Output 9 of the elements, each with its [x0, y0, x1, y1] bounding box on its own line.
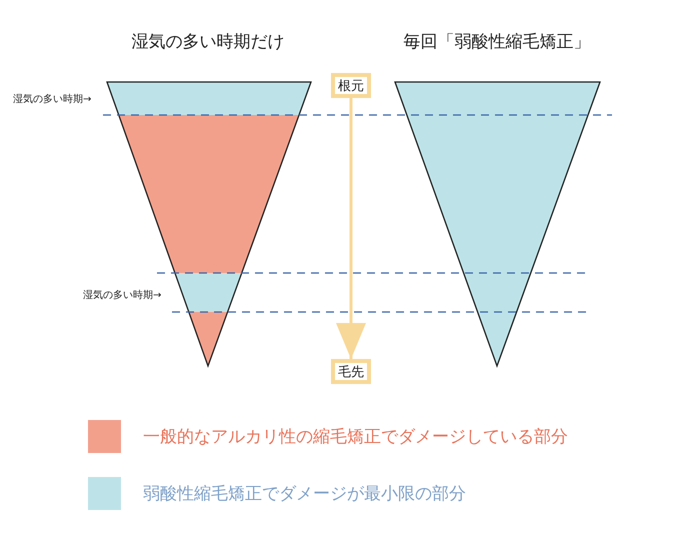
period-label: 湿気の多い時期→ — [83, 288, 162, 302]
arrow — [336, 98, 366, 359]
legend-text: 一般的なアルカリ性の縮毛矯正でダメージしている部分 — [143, 426, 568, 448]
label-box: 毛先 — [331, 359, 371, 384]
period-label: 湿気の多い時期→ — [13, 92, 92, 106]
column-heading: 毎回「弱酸性縮毛矯正」 — [404, 31, 590, 53]
column-heading: 湿気の多い時期だけ — [132, 31, 284, 53]
legend-text: 弱酸性縮毛矯正でダメージが最小限の部分 — [143, 483, 466, 505]
label-box: 根元 — [331, 73, 371, 98]
